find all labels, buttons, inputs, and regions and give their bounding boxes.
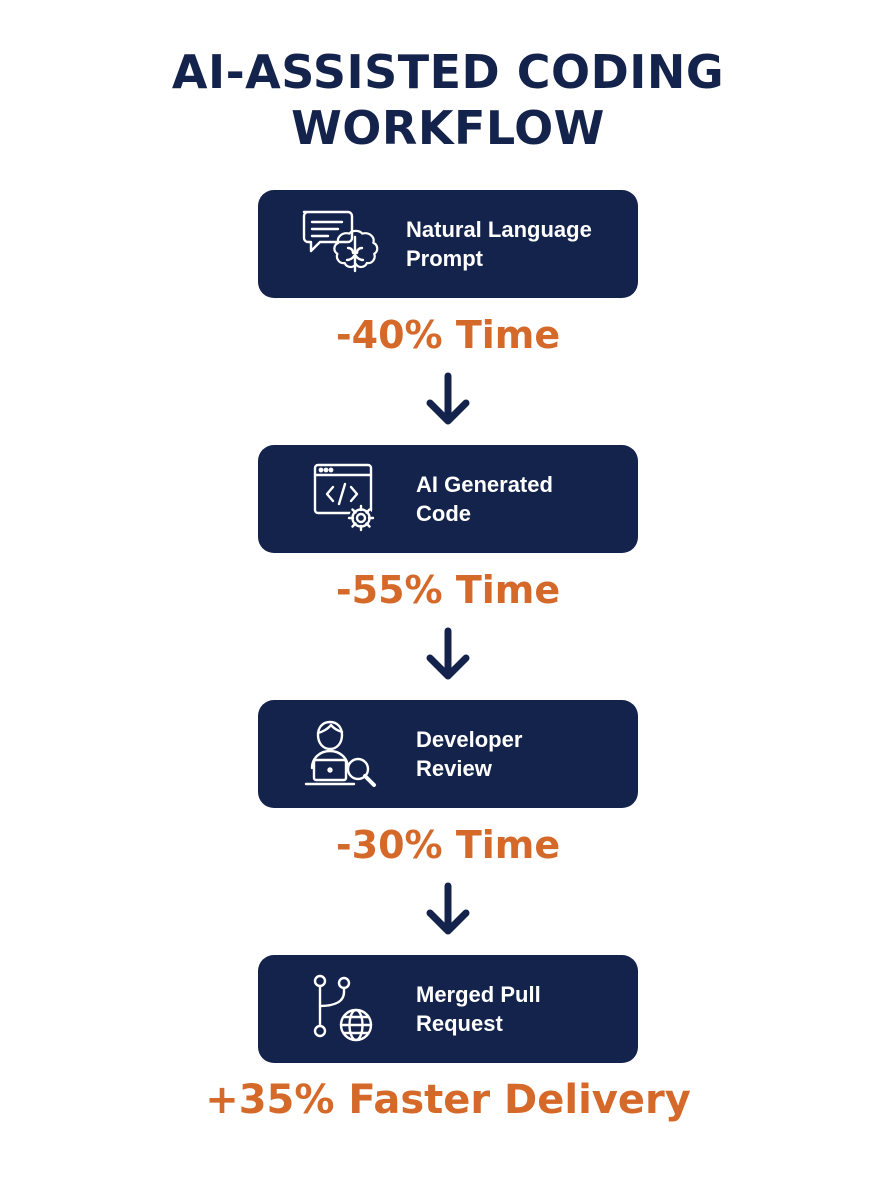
git-merge-globe-icon bbox=[300, 971, 380, 1047]
title-line-1: AI-ASSISTED CODING bbox=[171, 45, 725, 99]
time-metric-3: -30% Time bbox=[335, 823, 561, 867]
step-ai-generated-code: AI Generated Code bbox=[258, 445, 638, 553]
step-label-line-1: AI Generated bbox=[416, 472, 553, 497]
step-merged-pull-request: Merged Pull Request bbox=[258, 955, 638, 1063]
step-label-line-1: Merged Pull bbox=[416, 982, 541, 1007]
step-label-line-1: Developer bbox=[416, 727, 523, 752]
step-developer-review: Developer Review bbox=[258, 700, 638, 808]
time-metric-1: -40% Time bbox=[335, 313, 561, 357]
down-arrow-icon bbox=[418, 880, 478, 940]
time-metric-2: -55% Time bbox=[335, 568, 561, 612]
step-label-line-2: Code bbox=[416, 501, 471, 526]
down-arrow-icon bbox=[418, 625, 478, 685]
down-arrow-icon bbox=[418, 370, 478, 430]
step-label-line-1: Natural Language bbox=[406, 217, 592, 242]
step-label-line-2: Request bbox=[416, 1011, 503, 1036]
step-label-line-2: Review bbox=[416, 756, 492, 781]
step-label-line-2: Prompt bbox=[406, 246, 483, 271]
title-line-2: WORKFLOW bbox=[291, 101, 605, 155]
step-natural-language-prompt: Natural Language Prompt bbox=[258, 190, 638, 298]
delivery-metric: +35% Faster Delivery bbox=[205, 1077, 691, 1123]
chat-brain-icon bbox=[300, 206, 380, 282]
code-window-gear-icon bbox=[300, 461, 380, 537]
developer-laptop-magnifier-icon bbox=[300, 716, 380, 792]
